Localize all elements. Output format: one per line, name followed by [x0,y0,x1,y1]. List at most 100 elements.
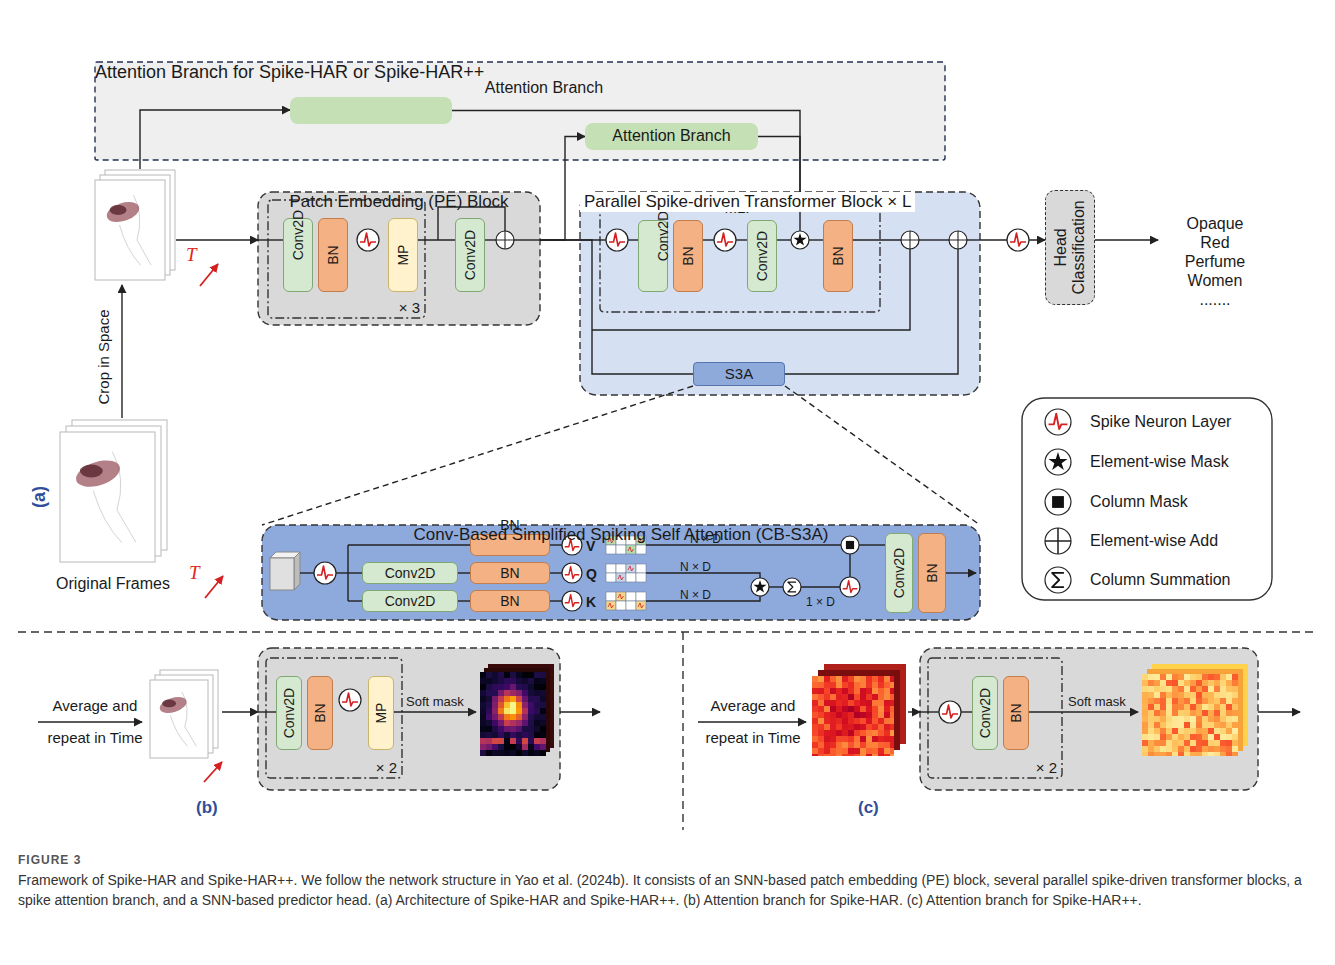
plus-cross [1045,528,1071,554]
video-frame [95,180,165,280]
wire [859,544,885,545]
heatmap-cell [510,690,516,696]
label-slot: Opaque [1160,214,1270,233]
attention-region: Attention BranchAttention BranchAttentio… [95,62,945,160]
legend-label: Element-wise Add [1090,531,1218,550]
wire [348,544,470,545]
heatmap-cell [1214,740,1220,746]
plus-cross [949,231,967,249]
heatmap-cell [884,748,890,754]
annotation-label: FIGURE 3 [18,853,81,867]
heatmap-cell [818,742,824,748]
wire [809,239,823,240]
heatmap-cell [1202,710,1208,716]
heatmap-cell [1232,698,1238,704]
heatmap-cell [860,688,866,694]
heatmap-cell [1184,734,1190,740]
figure-blob [104,198,142,226]
heatmap-cell [818,748,824,754]
heatmap-cell [1178,716,1184,722]
heatmap-cell [1214,674,1220,680]
heatmap-cell [884,724,890,730]
cb-s3a-panel: BNConv2DBNConv2DBNConv2DBNConv-Based Sim… [262,525,980,620]
heatmap-cell [510,702,516,708]
heatmap-cell [522,684,528,690]
heatmap-cell [860,718,866,724]
matrix-cell [636,573,646,582]
heatmap-cell [890,712,894,718]
heatmap-cell [480,708,486,714]
heatmap-cell [1148,716,1154,722]
legend-row: Column Summation [1090,570,1231,589]
wire [919,239,949,240]
symbol-ring [339,689,361,711]
matrix-cell [636,601,646,610]
heatmap-cell [492,720,498,726]
matrix-spike [618,575,624,580]
heatmap-cell [812,688,818,694]
heatmap-cell [1226,734,1232,740]
annotation-label: 1 × D [806,595,835,609]
wire [560,711,600,712]
heatmap-cell [1190,716,1196,722]
heatmap-cell [1232,722,1238,728]
heatmap-layer [1152,664,1248,746]
heatmap-cell [884,706,890,712]
heatmap-cell [492,726,498,732]
heatmap-cell [860,706,866,712]
label-slot: N × D [680,585,711,603]
heatmap-cell [516,702,522,708]
heatmap-cell [878,682,884,688]
symbol-ring [751,578,769,596]
heatmap-cell [866,712,872,718]
heatmap-cell [1226,692,1232,698]
heatmap-cell [848,676,854,682]
heatmap-cell [872,700,878,706]
heatmap-cell [1196,692,1202,698]
repeat-group: Conv2DBNMP× 3 [268,200,425,318]
heatmap-cell [510,708,516,714]
heatmap-cell [860,754,866,756]
heatmap-cell [1184,692,1190,698]
heatmap-cell [498,744,504,750]
heatmap-cell [528,732,534,738]
heatmap-cell [1208,716,1214,722]
heatmap-cell [1196,734,1202,740]
heatmap-cell [504,738,510,744]
heatmap-cell [1208,680,1214,686]
symbol-ring [1045,528,1071,554]
heatmap-cell [1160,674,1166,680]
heatmap-cell [1226,686,1232,692]
heatmap-cell [504,684,510,690]
symbol-ring [562,591,582,611]
heatmap-cell [824,706,830,712]
heatmap-cell [1214,722,1220,728]
symbol-glyph [565,567,580,579]
heatmap-cell [1154,704,1160,710]
spike-wave [843,581,858,593]
heatmap-cell [1148,686,1154,692]
heatmap-cell [540,702,546,708]
symbol-ring [1045,489,1071,515]
heatmap-cell [480,750,486,756]
heatmap-cell [1160,710,1166,716]
symbol-glyph [901,231,919,249]
heatmap-cell [1232,704,1238,710]
heatmap-cell [1142,734,1148,740]
heatmap-cell [528,744,534,750]
legend-box [1022,398,1272,600]
label-slot: Average and repeat in Time [40,690,150,754]
matrix-cell [626,601,636,610]
heatmap-cell [516,732,522,738]
heatmap-cell [1226,752,1232,756]
wire [550,544,562,545]
symbol-ring [1045,567,1071,593]
panel-layer [18,62,1318,830]
heatmap-cell [510,720,516,726]
matrix-cell [606,564,616,573]
heatmap-cell [848,754,854,756]
heatmap-cell [1226,746,1232,752]
heatmap-cell [486,696,492,702]
heatmap-cell [1214,710,1220,716]
matrix-cell [636,545,646,554]
